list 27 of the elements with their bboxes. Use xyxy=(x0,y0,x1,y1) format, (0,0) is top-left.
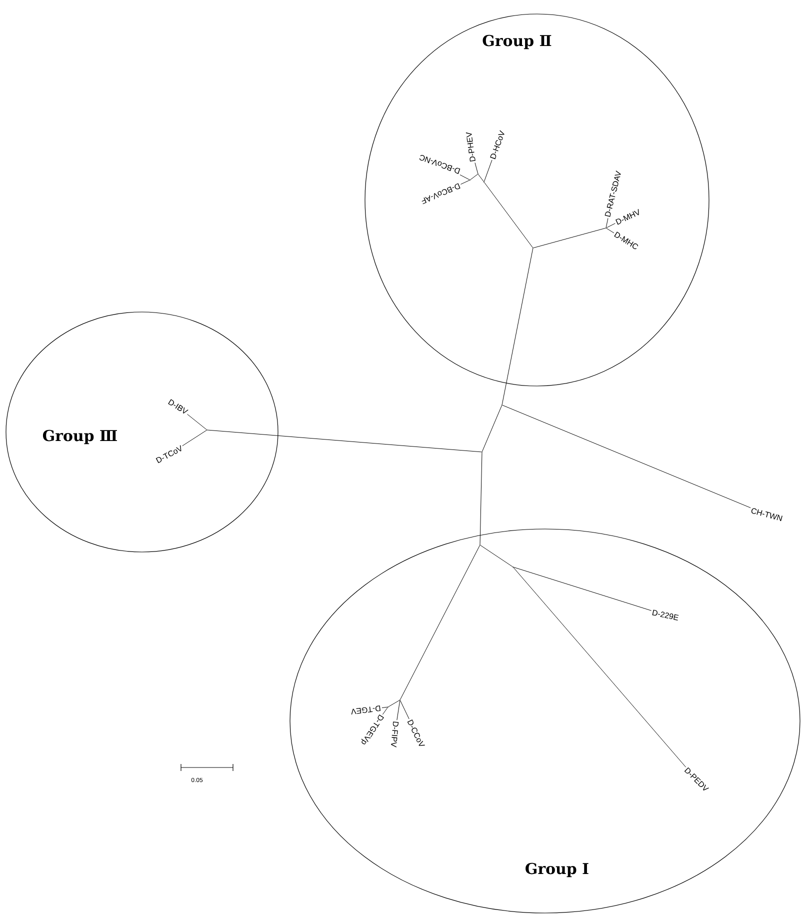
tree-branch xyxy=(400,700,410,720)
tree-branch xyxy=(470,174,478,180)
tree-branch xyxy=(478,174,484,182)
tree-branch xyxy=(513,567,686,768)
tree-branch xyxy=(606,223,616,228)
tree-branch xyxy=(484,160,492,182)
tree-branch xyxy=(400,545,480,700)
tree-branch xyxy=(396,700,400,720)
tree-branch xyxy=(207,430,482,452)
tree-branch xyxy=(382,707,388,715)
tree-branch xyxy=(533,228,606,248)
tree-branch xyxy=(482,405,502,452)
tree-branch xyxy=(484,182,533,248)
tree-branch xyxy=(606,218,608,228)
tree-branch xyxy=(502,405,751,508)
tree-branch xyxy=(474,162,478,174)
tree-branch xyxy=(187,414,207,430)
tree-branch xyxy=(460,180,470,185)
tree-branch xyxy=(606,228,614,234)
tree-branch xyxy=(460,174,470,180)
tree-branch xyxy=(182,430,207,446)
tree-branch xyxy=(388,700,400,707)
tree-branch xyxy=(382,706,388,708)
tree-branch xyxy=(502,248,534,405)
tree-branch xyxy=(480,452,482,545)
tree-branch xyxy=(513,566,652,611)
tree-branch xyxy=(480,545,513,567)
